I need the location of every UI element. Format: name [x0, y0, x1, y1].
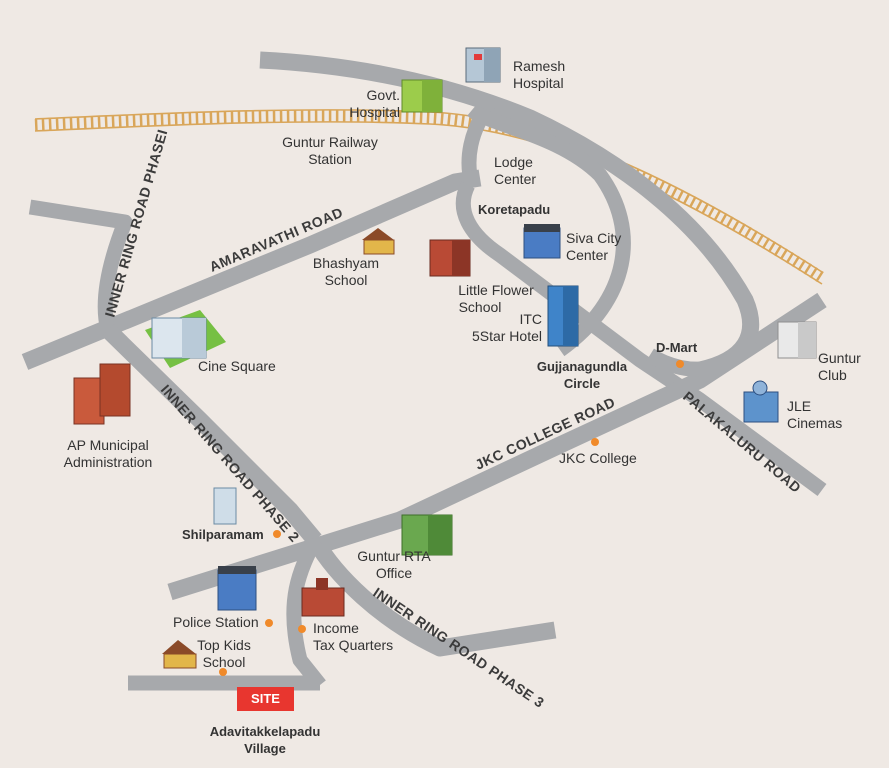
building-siva-city-icon — [523, 224, 561, 259]
building-ap-municipal-icon — [73, 363, 131, 425]
building-cine-square-icon — [145, 310, 226, 368]
building-guntur-club-icon — [777, 321, 817, 359]
road-inner-ring-3 — [307, 535, 557, 657]
marker-shilparamam — [273, 530, 281, 538]
label-shilparamam: Shilparamam — [182, 527, 264, 542]
marker-police — [265, 619, 273, 627]
road-inner-ring-2 — [102, 323, 322, 546]
label-d-mart: D-Mart — [656, 340, 698, 355]
building-itc-icon — [547, 285, 579, 347]
building-govt-hospital-icon — [401, 79, 443, 113]
label-jkc-college: JKC College — [559, 450, 637, 466]
marker-top-kids — [219, 668, 227, 676]
building-little-flower-icon — [429, 239, 471, 277]
building-top-kids-icon — [162, 640, 197, 669]
building-jle-cinemas-icon — [743, 380, 779, 423]
marker-d-mart — [676, 360, 684, 368]
label-police: Police Station — [173, 614, 259, 630]
road-d-mart-loop — [646, 336, 757, 377]
road-label-inner-ring-3: INNER RING ROAD PHASE 3 — [370, 584, 547, 711]
marker-income-tax — [298, 625, 306, 633]
building-rta-icon — [401, 514, 453, 556]
label-cine-square: Cine Square — [198, 358, 276, 374]
site-marker: SITE — [237, 687, 294, 711]
building-income-tax-icon — [301, 578, 345, 617]
road-south-link — [286, 536, 326, 690]
location-markers — [219, 360, 684, 676]
road-lodge-curve — [467, 103, 631, 357]
marker-jkc-college — [591, 438, 599, 446]
road-label-palakaluru: PALAKALURU ROAD — [680, 388, 804, 496]
road-amaravathi — [21, 169, 482, 370]
road-network — [21, 51, 827, 691]
label-govt-hospital: Govt.Hospital — [349, 87, 400, 120]
building-shilparamam-icon — [213, 487, 237, 525]
road-top-ring — [259, 51, 760, 379]
label-koretapadu: Koretapadu — [478, 202, 550, 217]
building-police-icon — [217, 566, 257, 611]
road-inner-ring-1 — [28, 199, 133, 332]
building-bhashyam-icon — [362, 228, 395, 255]
building-ramesh-hospital-icon — [465, 47, 501, 83]
